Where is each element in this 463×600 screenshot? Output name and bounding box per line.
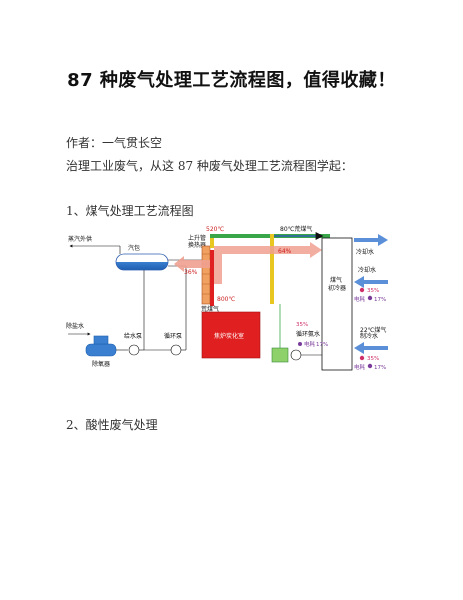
coke-oven-label: 焦炉炭化室	[214, 332, 244, 340]
pct-35a-label: 35%	[367, 288, 379, 294]
steam-drum-label: 汽包	[128, 244, 140, 252]
section-heading-2: 2、酸性废气处理	[66, 418, 158, 432]
primary-cooler	[321, 237, 353, 371]
pct-17a-label: 17%	[374, 297, 386, 303]
bulb-icon-c	[359, 355, 365, 361]
intro-paragraph: 治理工业废气，从这 87 种废气处理工艺流程图学起：	[66, 159, 353, 173]
ammonia-tank	[271, 347, 289, 363]
chilled-water-arrow	[354, 342, 388, 354]
steam-drum	[115, 253, 169, 271]
pct-17c-label: 17%	[374, 365, 386, 371]
pct-17b-label: 17%	[316, 342, 328, 348]
steam-supply-label: 蒸汽外供	[68, 235, 92, 243]
circ-pump	[170, 344, 182, 356]
cooling-water-2-label: 冷却水	[358, 266, 376, 274]
heat-flow-arrow-64	[214, 242, 322, 284]
circ-ammonia-label: 循环氨水	[296, 330, 320, 338]
heat-flow-arrow-36	[174, 256, 214, 272]
pct-35c-label: 35%	[367, 356, 379, 362]
riser-label-2: 换热器	[188, 241, 206, 249]
power-17b-label: 电耗	[304, 340, 316, 348]
temp-22-label: 22℃煤气	[360, 326, 386, 334]
page-title: 87 种废气处理工艺流程图，值得收藏！	[67, 70, 396, 91]
temp-800-label: 800℃	[217, 296, 235, 303]
gas-process-flow-diagram: 汽包 蒸汽外供 上升管 换热器 520℃ 80℃荒煤气 64% 36%	[64, 224, 396, 384]
power-17a-label: 电耗	[354, 295, 366, 303]
ammonia-pump	[290, 349, 302, 361]
circ-pump-label: 循环泵	[164, 332, 182, 340]
desalted-water-label: 除盐水	[66, 322, 84, 330]
riser-label-1: 上升管	[188, 234, 206, 242]
cooling-water-out-arrow	[354, 234, 388, 246]
cooling-water-label: 冷却水	[356, 248, 374, 256]
bulb-icon-d	[367, 363, 373, 369]
pct-36-label: 36%	[184, 269, 198, 276]
riser-exchanger	[201, 245, 211, 305]
author-line: 作者：一气贯长空	[66, 136, 163, 150]
cooler-label-1: 煤气	[330, 276, 342, 284]
chilled-water-label: 制冷水	[360, 332, 378, 340]
raw-gas-label: 荒煤气	[201, 305, 219, 313]
bulb-icon-a	[359, 287, 365, 293]
power-17c-label: 电耗	[354, 363, 366, 371]
pct-35b-label: 35%	[296, 322, 308, 328]
red-riser-duct	[210, 250, 214, 306]
temp-520-label: 520℃	[206, 226, 224, 233]
bulb-icon-b	[367, 295, 373, 301]
deaerator-head	[93, 335, 109, 345]
bulb-icon-e	[298, 342, 302, 346]
coke-oven-chamber	[201, 311, 261, 359]
feed-pump-label: 给水泵	[124, 332, 142, 340]
cooler-label-2: 初冷器	[328, 284, 346, 292]
pct-64-label: 64%	[278, 248, 292, 255]
section-heading-1: 1、煤气处理工艺流程图	[66, 204, 194, 218]
deaerator-label: 除氧器	[92, 360, 110, 368]
deaerator	[85, 343, 117, 357]
temp-80-label: 80℃荒煤气	[280, 225, 312, 233]
yellow-downpipe	[270, 234, 274, 304]
cooling-water-in-arrow	[354, 276, 388, 288]
hot-gas-pipe-yellow	[210, 238, 214, 248]
feed-pump	[128, 344, 140, 356]
